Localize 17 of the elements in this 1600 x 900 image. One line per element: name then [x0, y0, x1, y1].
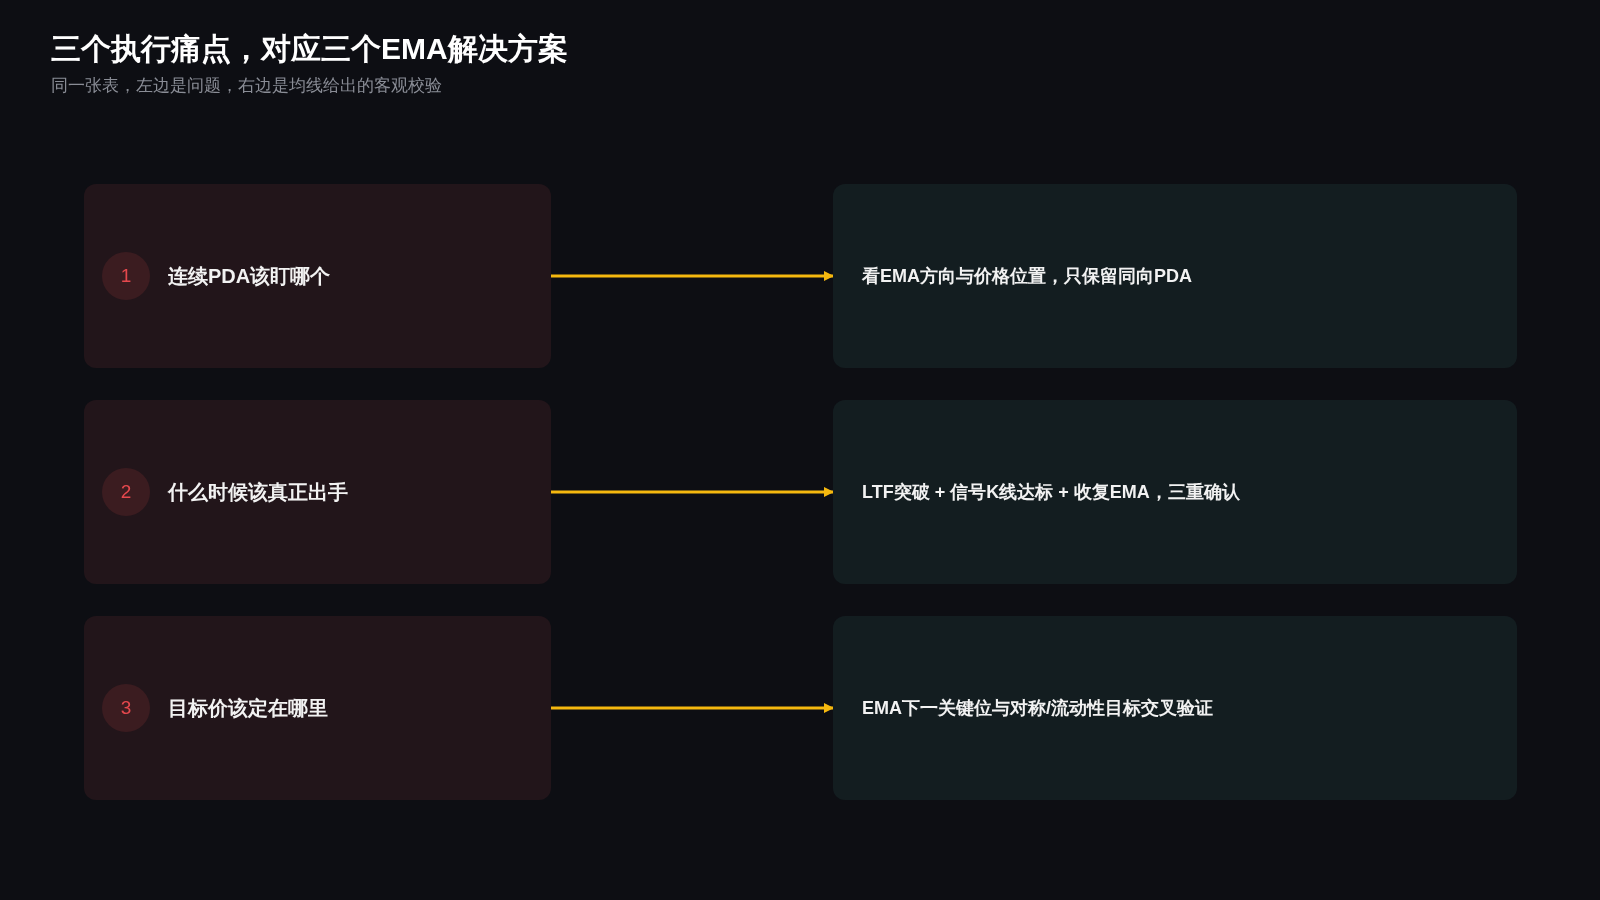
problem-text: 什么时候该真正出手: [168, 480, 348, 505]
problem-card: [84, 400, 551, 584]
problem-text: 目标价该定在哪里: [168, 696, 328, 721]
solution-card: [833, 616, 1517, 800]
arrow: [551, 487, 834, 497]
arrow: [551, 703, 834, 713]
problem-card: [84, 184, 551, 368]
solution-card: [833, 400, 1517, 584]
solution-text: EMA下一关键位与对称/流动性目标交叉验证: [862, 696, 1213, 720]
problem-card: [84, 616, 551, 800]
title: 三个执行痛点，对应三个EMA解决方案: [51, 31, 568, 67]
solution-text: LTF突破 + 信号K线达标 + 收复EMA，三重确认: [862, 480, 1240, 504]
subtitle: 同一张表，左边是问题，右边是均线给出的客观校验: [51, 75, 443, 97]
solution-card: [833, 184, 1517, 368]
arrow: [551, 271, 834, 281]
problem-text: 连续PDA该盯哪个: [168, 264, 331, 289]
solution-text: 看EMA方向与价格位置，只保留同向PDA: [862, 264, 1192, 288]
